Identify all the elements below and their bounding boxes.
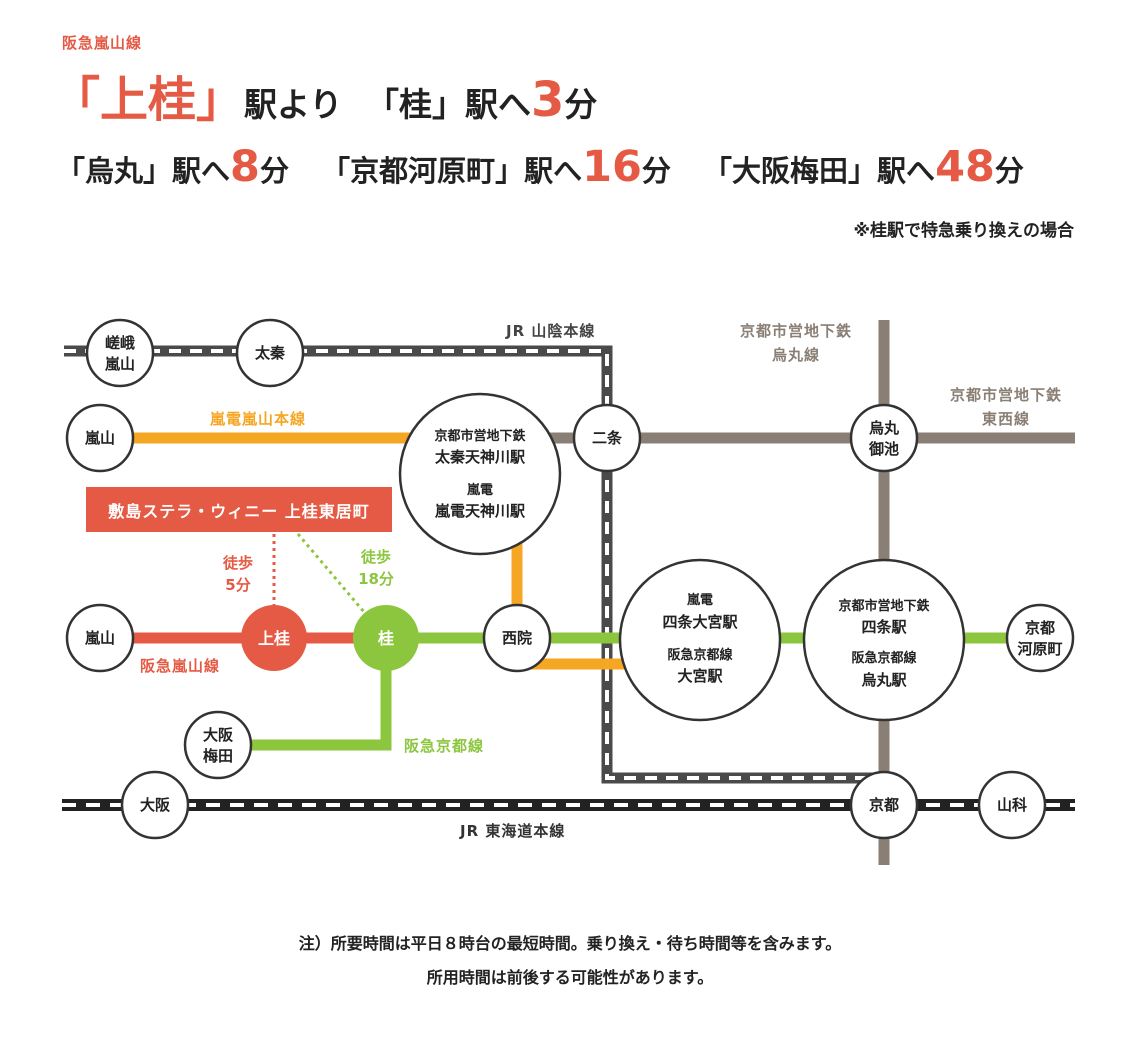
station-shijo-karasuma: 京都市営地下鉄 四条駅 阪急京都線 烏丸駅 bbox=[802, 558, 966, 722]
svg-text:嵐電: 嵐電 bbox=[466, 482, 493, 498]
from-text: 駅より bbox=[244, 85, 343, 124]
station-karasuma-oike: 烏丸 御池 bbox=[849, 403, 919, 473]
svg-text:嵐山: 嵐山 bbox=[104, 355, 135, 373]
headline: 「上桂」駅より 「桂」駅へ3分 bbox=[52, 60, 597, 130]
open-bracket: 「 bbox=[52, 72, 101, 128]
walk-kamikatsura-label: 徒歩 bbox=[222, 554, 253, 572]
svg-text:嵐山: 嵐山 bbox=[84, 429, 115, 447]
transfer-note: ※桂駅で特急乗り換えの場合 bbox=[853, 221, 1074, 241]
dest-umeda-minutes: 48 bbox=[935, 142, 995, 192]
station-arashiyama-hankyu: 嵐山 bbox=[65, 603, 135, 673]
svg-text:河原町: 河原町 bbox=[1017, 640, 1062, 658]
svg-text:京都市営地下鉄: 京都市営地下鉄 bbox=[838, 598, 929, 614]
label-jr-sanin: JR 山陰本線 bbox=[506, 322, 596, 340]
station-kamikatsura: 上桂 bbox=[241, 605, 307, 671]
dest-karasuma-unit: 分 bbox=[259, 154, 289, 188]
label-subway-tozai-2: 東西線 bbox=[981, 410, 1030, 428]
jr-sanin-line bbox=[64, 345, 884, 784]
svg-text:烏丸: 烏丸 bbox=[869, 419, 900, 437]
station-arashiyama-randen: 嵐山 bbox=[65, 403, 135, 473]
station-kawaramachi: 京都 河原町 bbox=[1005, 603, 1075, 673]
station-yamashina: 山科 bbox=[977, 770, 1047, 840]
svg-text:嵐電天神川駅: 嵐電天神川駅 bbox=[434, 502, 526, 520]
svg-text:大阪: 大阪 bbox=[203, 726, 234, 744]
dest-karasuma-minutes: 8 bbox=[230, 142, 260, 192]
footnote-line-2: 所用時間は前後する可能性があります。 bbox=[426, 968, 714, 987]
walk-kamikatsura-time: 5分 bbox=[225, 576, 251, 594]
svg-text:御池: 御池 bbox=[868, 440, 899, 458]
station-osaka: 大阪 bbox=[120, 770, 190, 840]
station-saiin: 西院 bbox=[482, 603, 552, 673]
dest1-text: 「桂」駅へ bbox=[365, 85, 531, 124]
close-bracket: 」 bbox=[196, 72, 245, 128]
station-osaka-umeda: 大阪 梅田 bbox=[183, 710, 253, 780]
svg-text:京都市営地下鉄: 京都市営地下鉄 bbox=[434, 428, 525, 444]
destination-times: 「烏丸」駅へ8分 「京都河原町」駅へ16分 「大阪梅田」駅へ48分 bbox=[56, 142, 1024, 192]
dest-karasuma-label: 「烏丸」駅へ bbox=[56, 154, 231, 188]
svg-text:上桂: 上桂 bbox=[258, 629, 290, 648]
label-subway-karasuma-2: 烏丸線 bbox=[771, 346, 820, 364]
svg-text:太秦: 太秦 bbox=[255, 344, 286, 362]
dest-kawaramachi-label: 「京都河原町」駅へ bbox=[321, 154, 583, 188]
station-tenjingawa: 京都市営地下鉄 太秦天神川駅 嵐電 嵐電天神川駅 bbox=[398, 392, 562, 556]
minutes-unit: 分 bbox=[564, 85, 598, 124]
svg-text:太秦天神川駅: 太秦天神川駅 bbox=[435, 448, 526, 466]
station-kyoto: 京都 bbox=[849, 770, 919, 840]
svg-text:嵯峨: 嵯峨 bbox=[105, 334, 135, 352]
svg-text:烏丸駅: 烏丸駅 bbox=[861, 671, 907, 689]
svg-text:阪急京都線: 阪急京都線 bbox=[667, 647, 733, 663]
svg-text:大阪: 大阪 bbox=[140, 796, 171, 814]
dest-kawaramachi-unit: 分 bbox=[641, 154, 671, 188]
label-hankyu-arashiyama: 阪急嵐山線 bbox=[140, 657, 221, 675]
svg-text:梅田: 梅田 bbox=[203, 747, 233, 765]
svg-text:山科: 山科 bbox=[997, 796, 1027, 814]
station-omiya: 嵐電 四条大宮駅 阪急京都線 大宮駅 bbox=[618, 558, 782, 722]
label-subway-tozai-1: 京都市営地下鉄 bbox=[949, 386, 1062, 404]
label-randen: 嵐電嵐山本線 bbox=[210, 410, 307, 428]
header-line-label: 阪急嵐山線 bbox=[62, 34, 143, 52]
walk-katsura-label: 徒歩 bbox=[360, 548, 391, 566]
label-subway-karasuma-1: 京都市営地下鉄 bbox=[739, 322, 852, 340]
label-hankyu-kyoto: 阪急京都線 bbox=[404, 737, 485, 755]
svg-text:四条大宮駅: 四条大宮駅 bbox=[662, 613, 738, 631]
walk-katsura: 徒歩 18分 bbox=[350, 546, 402, 590]
hankyu-kyoto-osaka-branch bbox=[218, 638, 392, 751]
station-saga-arashiyama: 嵯峨 嵐山 bbox=[85, 318, 155, 388]
svg-text:阪急京都線: 阪急京都線 bbox=[851, 650, 917, 666]
svg-text:西院: 西院 bbox=[502, 629, 532, 647]
svg-text:四条駅: 四条駅 bbox=[861, 618, 907, 636]
dest-umeda-unit: 分 bbox=[994, 154, 1024, 188]
svg-text:大宮駅: 大宮駅 bbox=[677, 667, 723, 685]
svg-text:嵐山: 嵐山 bbox=[84, 629, 115, 647]
svg-text:京都: 京都 bbox=[1025, 619, 1055, 637]
walk-kamikatsura: 徒歩 5分 bbox=[214, 552, 262, 596]
svg-text:嵐電: 嵐電 bbox=[686, 592, 713, 608]
dest-umeda-label: 「大阪梅田」駅へ bbox=[703, 154, 936, 188]
svg-text:二条: 二条 bbox=[592, 429, 623, 447]
station-uzumasa: 太秦 bbox=[235, 318, 305, 388]
footnote-line-1: 注）所要時間は平日８時台の最短時間。乗り換え・待ち時間等を含みます。 bbox=[298, 934, 842, 953]
dest-kawaramachi-minutes: 16 bbox=[582, 142, 642, 192]
svg-text:桂: 桂 bbox=[377, 629, 394, 648]
station-nijo: 二条 bbox=[572, 403, 642, 473]
dest1-minutes: 3 bbox=[530, 72, 565, 128]
property-label: 敷島ステラ・ウィニー 上桂東居町 bbox=[86, 487, 392, 532]
label-jr-tokaido: JR 東海道本線 bbox=[460, 822, 566, 840]
walk-route-katsura bbox=[296, 533, 366, 613]
origin-station: 上桂 bbox=[100, 72, 197, 128]
station-katsura: 桂 bbox=[353, 605, 419, 671]
svg-text:京都: 京都 bbox=[869, 796, 899, 814]
walk-katsura-time: 18分 bbox=[358, 570, 394, 588]
